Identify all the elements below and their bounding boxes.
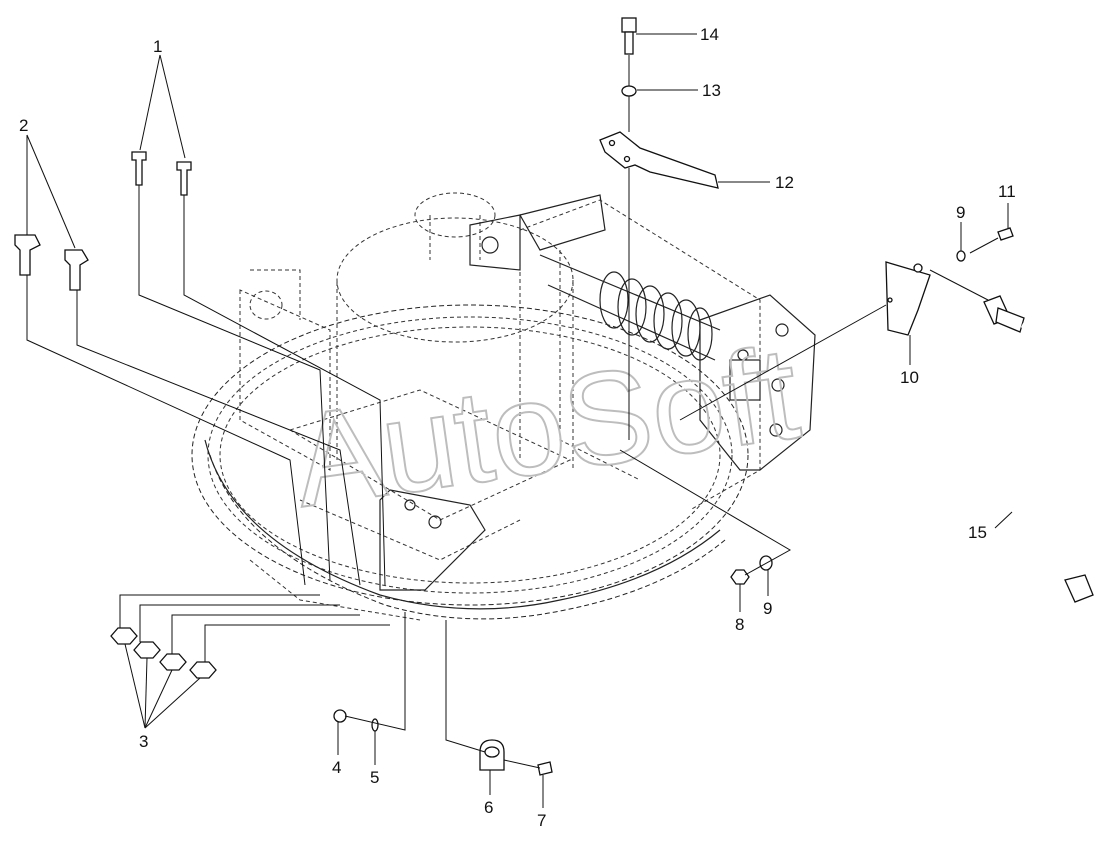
part-9-washer-upper: [956, 222, 966, 262]
watermark-text: AutoSoft: [285, 319, 807, 535]
part-11-bolt: [969, 203, 1014, 254]
callout-9-lower: 9: [763, 599, 772, 618]
callout-3: 3: [139, 732, 148, 751]
part-14-bolt: [621, 17, 697, 440]
callout-7: 7: [537, 811, 546, 830]
part-9-washer-lower: [619, 449, 792, 596]
ring-gear-inner: [207, 316, 733, 594]
callout-2: 2: [19, 116, 28, 135]
callout-12: 12: [775, 173, 794, 192]
callout-14: 14: [700, 25, 719, 44]
callout-9-upper: 9: [956, 203, 965, 222]
part-2-elbows: [14, 134, 361, 586]
part-10-bracket: [679, 261, 931, 421]
housing-cylinder-top: [336, 217, 574, 343]
callout-5: 5: [370, 768, 379, 787]
part-8-nut: [730, 569, 750, 612]
callout-6: 6: [484, 798, 493, 817]
callout-13: 13: [702, 81, 721, 100]
ring-gear-outer: [191, 304, 749, 606]
callout-15: 15: [968, 523, 987, 542]
part-12-arm: [599, 131, 770, 189]
callout-4: 4: [332, 758, 341, 777]
part-1-fittings: [131, 54, 386, 586]
callout-10: 10: [900, 368, 919, 387]
part-13-washer: [621, 85, 698, 97]
callout-8: 8: [735, 615, 744, 634]
flywheel-housing-outline: [191, 192, 816, 621]
part-6-clamp: [445, 620, 505, 795]
part-5-washer: [344, 612, 406, 765]
callout-11: 11: [998, 182, 1016, 201]
callout-1: 1: [153, 37, 162, 56]
part-7-screw: [503, 759, 553, 808]
part-3-nuts: [110, 594, 390, 729]
callout-labels: 1 2 3 4 5 6 7 8 9 9 10 11 12 13 14 15: [19, 25, 1016, 830]
part-15-hose: [929, 269, 1094, 603]
part-4-nut: [333, 709, 347, 755]
